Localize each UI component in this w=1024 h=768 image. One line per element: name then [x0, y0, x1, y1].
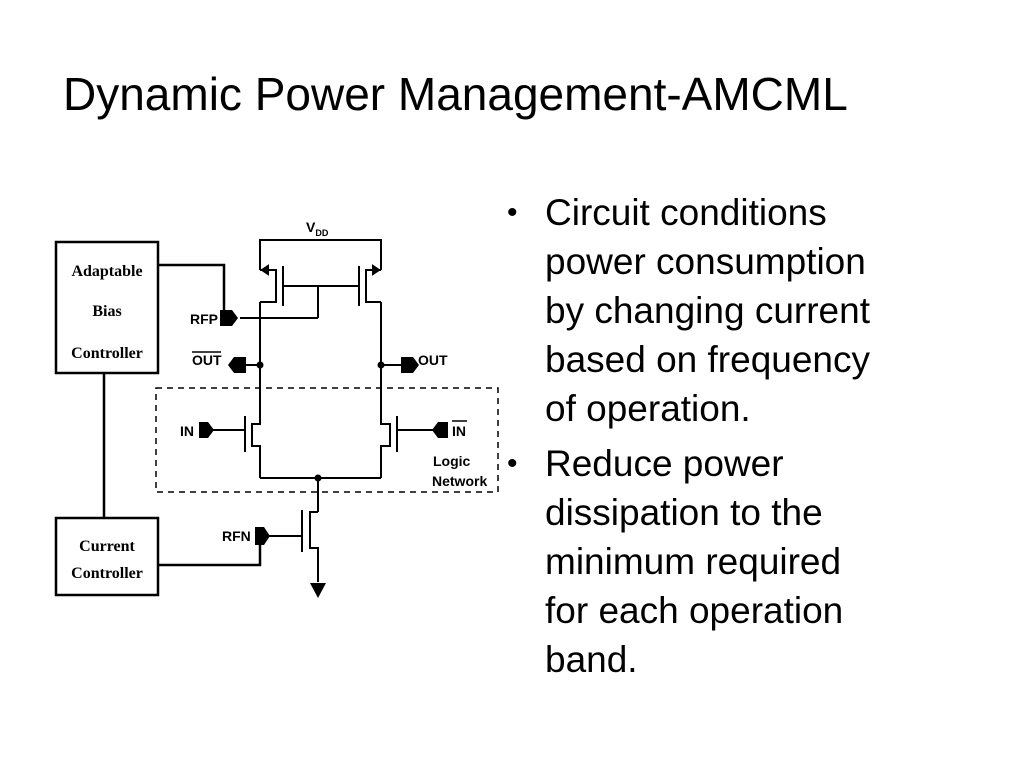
adaptable-bias-controller-label-line2: Bias	[92, 303, 121, 320]
pmos-load-left	[260, 264, 318, 306]
out-bar-pin	[228, 357, 246, 373]
bullet-item-1: • Circuit conditions power consumption b…	[505, 188, 1005, 433]
bullet-item-2: • Reduce power dissipation to the minimu…	[505, 439, 1005, 684]
adaptable-bias-controller-label-line1: Adaptable	[71, 263, 142, 280]
in-bar-label: IN	[452, 423, 466, 439]
rfp-label: RFP	[190, 311, 218, 327]
out-label: OUT	[418, 352, 448, 368]
slide-title: Dynamic Power Management-AMCML	[63, 68, 848, 120]
pmos-load-right	[318, 264, 381, 306]
logic-network-label-line2: Network	[432, 473, 487, 489]
vdd-label: VDD	[306, 219, 329, 238]
amcml-circuit-diagram: Adaptable Bias Controller Current Contro…	[54, 219, 499, 598]
rfn-pin	[255, 527, 270, 545]
adaptable-bias-controller-label-line3: Controller	[71, 345, 143, 362]
out-pin	[401, 357, 419, 373]
logic-network-box	[155, 387, 499, 493]
bullet-marker: •	[507, 447, 518, 480]
bullet-marker: •	[507, 196, 518, 229]
bullet-list: • Circuit conditions power consumption b…	[505, 188, 1005, 684]
rfn-wire	[158, 536, 262, 567]
rfp-pin	[220, 310, 238, 326]
rfn-label: RFN	[222, 528, 251, 544]
current-controller-label-line1: Current	[79, 538, 135, 555]
bullet-text-1: Circuit conditions power consumption by …	[545, 192, 871, 429]
nmos-input-right	[380, 416, 398, 478]
vdd-rail	[259, 239, 382, 270]
in-bar-pin	[432, 422, 448, 438]
rfp-wire	[158, 263, 226, 312]
logic-network-label-line1: Logic	[433, 453, 471, 469]
nmos-input-left	[244, 416, 261, 478]
bullet-text-2: Reduce power dissipation to the minimum …	[545, 443, 844, 680]
adaptable-bias-controller-box	[54, 240, 160, 375]
in-label: IN	[180, 423, 194, 439]
ground-arrow	[310, 583, 326, 598]
current-controller-box	[54, 516, 160, 597]
out-bar-label: OUT	[192, 352, 222, 368]
nmos-tail-current-source	[268, 510, 319, 582]
in-pin	[199, 422, 214, 438]
current-controller-label-line2: Controller	[71, 565, 143, 582]
